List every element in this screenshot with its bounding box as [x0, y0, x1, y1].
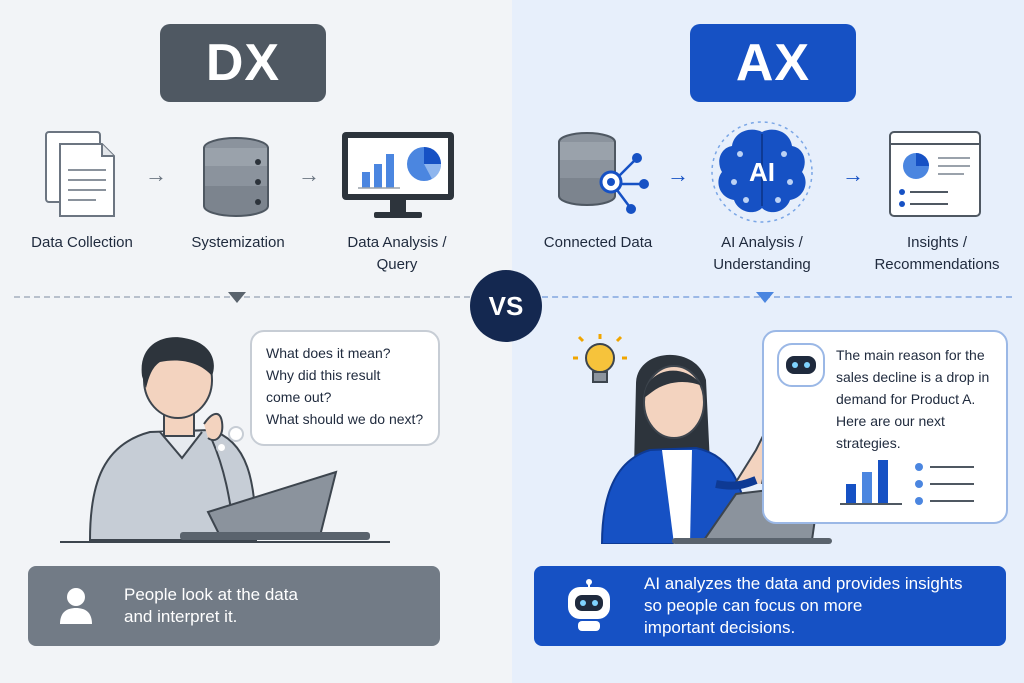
vs-badge: VS	[470, 270, 542, 342]
list-icon	[914, 462, 994, 514]
step-label-connected-data: Connected Data	[543, 234, 653, 251]
dx-summary-box: People look at the data and interpret it…	[28, 566, 440, 646]
step-label-data-analysis: Data Analysis / Query	[347, 234, 447, 273]
step-label-systemization: Systemization	[191, 234, 285, 251]
document-icon	[44, 130, 120, 225]
arrow-right-icon: →	[145, 162, 167, 187]
bubble-line: What does it mean?	[266, 345, 391, 361]
ai-response-line: The main reason for the	[836, 347, 985, 363]
ai-badge: AI	[749, 157, 775, 187]
insights-report-icon	[888, 130, 982, 223]
thought-dot	[216, 442, 227, 453]
ax-summary-text: AI analyzes the data and provides insigh…	[644, 574, 963, 637]
ai-response-line: sales decline is a drop in	[836, 369, 990, 385]
dx-title: DX	[160, 24, 326, 102]
ax-title: AX	[690, 24, 856, 102]
bubble-line: Why did this result	[266, 367, 381, 383]
step-label-insights: Insights / Recommendations	[874, 234, 1000, 273]
robot-icon	[774, 342, 828, 394]
lightbulb-icon	[568, 330, 632, 399]
robot-icon	[534, 579, 644, 633]
person-icon	[28, 586, 124, 626]
ai-response-line: demand for Product A.	[836, 391, 976, 407]
ax-ai-response-bubble: The main reason for the sales decline is…	[762, 330, 1008, 524]
thinking-person-illustration	[60, 332, 390, 557]
monitor-chart-icon	[340, 130, 456, 227]
arrow-right-icon: →	[298, 162, 320, 187]
connected-database-icon	[555, 130, 651, 223]
dx-thought-bubble: What does it mean? Why did this result c…	[250, 330, 440, 446]
ax-summary-box: AI analyzes the data and provides insigh…	[534, 566, 1006, 646]
down-triangle-icon	[228, 292, 246, 303]
step-label-data-collection: Data Collection	[31, 234, 133, 251]
arrow-right-icon: →	[667, 162, 689, 187]
step-label-ai-analysis: AI Analysis / Understanding	[713, 234, 811, 273]
dx-summary-text: People look at the data and interpret it…	[124, 585, 298, 626]
divider-ax	[542, 296, 1012, 298]
bubble-line: What should we do next?	[266, 411, 424, 427]
thought-dot	[228, 426, 244, 442]
bubble-line: come out?	[266, 389, 332, 405]
ai-brain-icon: AI	[706, 120, 818, 229]
ai-response-line: strategies.	[836, 435, 901, 451]
bar-chart-icon	[840, 456, 906, 514]
database-icon	[200, 136, 272, 223]
arrow-right-icon: →	[842, 162, 864, 187]
ai-response-line: Here are our next	[836, 413, 945, 429]
down-triangle-icon	[756, 292, 774, 303]
